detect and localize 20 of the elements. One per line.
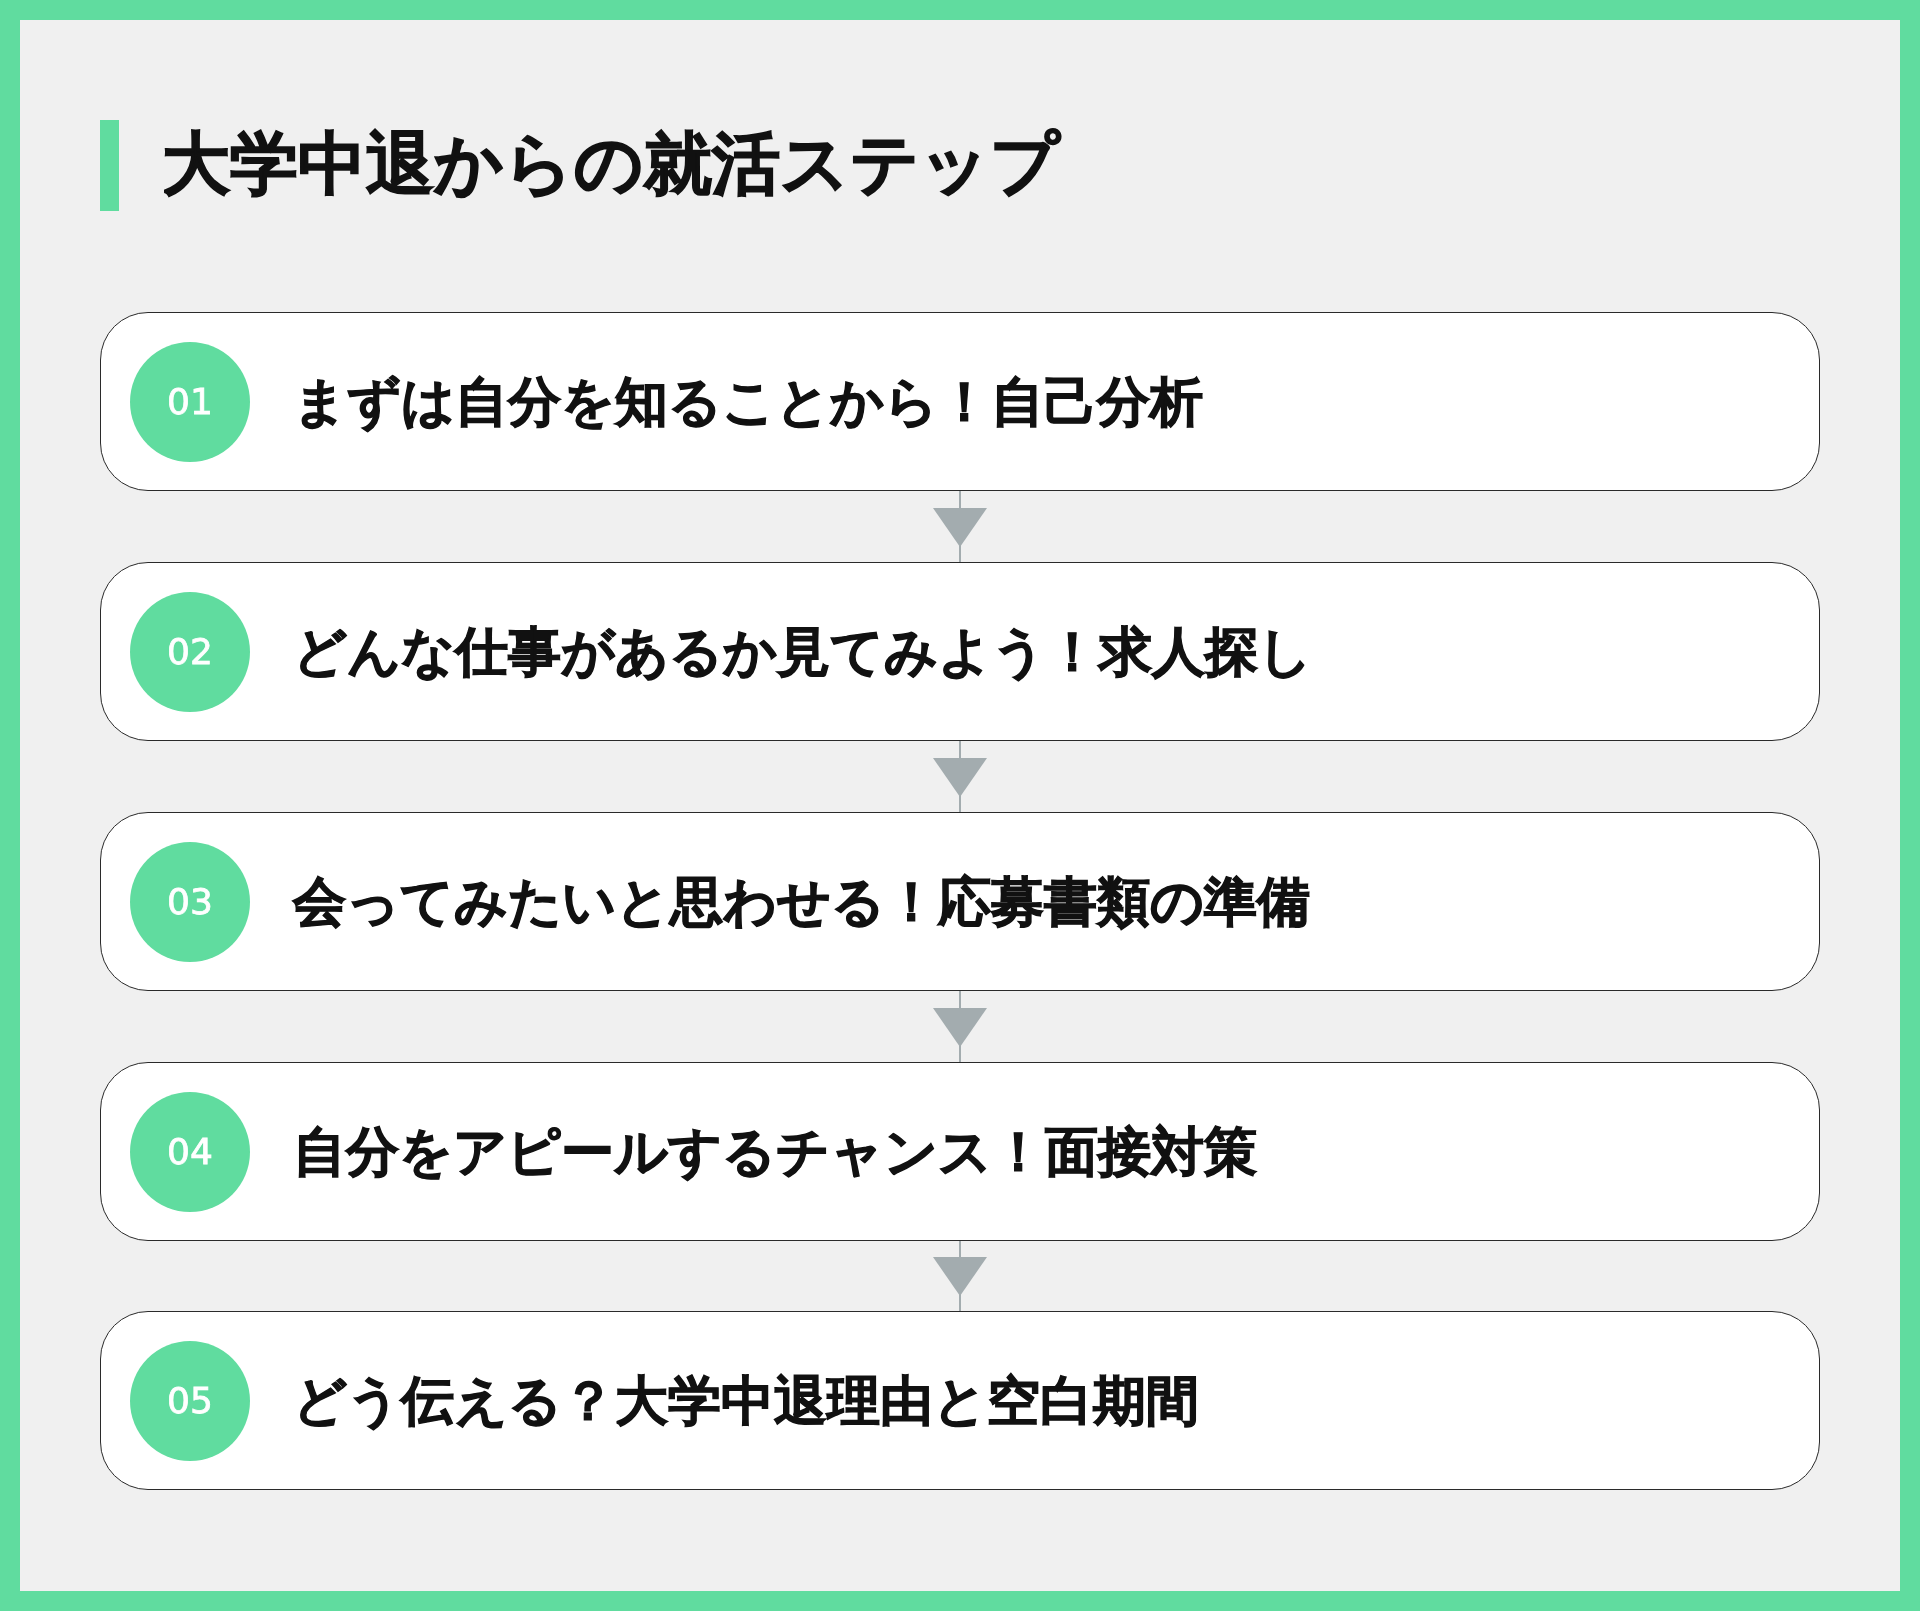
step-card — [100, 312, 1820, 491]
step-card — [100, 562, 1820, 741]
step-card — [100, 812, 1820, 991]
number-circle: 05 — [130, 1341, 250, 1461]
number-circle: 03 — [130, 842, 250, 962]
step-heading: どう伝える？大学中退理由と空白期間 — [293, 1368, 1199, 1433]
number-circle: 01 — [130, 342, 250, 462]
step-card — [100, 1062, 1820, 1241]
number-circle: 02 — [130, 592, 250, 712]
arrow — [933, 490, 987, 563]
step-heading: 自分をアピールするチャンス！面接対策 — [293, 1119, 1257, 1184]
title: 大学中退からの就活ステップ — [162, 126, 1060, 202]
number-circle: 04 — [130, 1092, 250, 1212]
arrow — [933, 740, 987, 813]
step-heading: どんな仕事があるか見てみよう！求人探し — [293, 619, 1312, 684]
step-heading: まずは自分を知ることから！自己分析 — [293, 369, 1203, 434]
step-heading: 会ってみたいと思わせる！応募書類の準備 — [293, 869, 1310, 934]
arrow — [933, 990, 987, 1063]
step-card — [100, 1311, 1820, 1490]
arrow — [933, 1240, 987, 1312]
